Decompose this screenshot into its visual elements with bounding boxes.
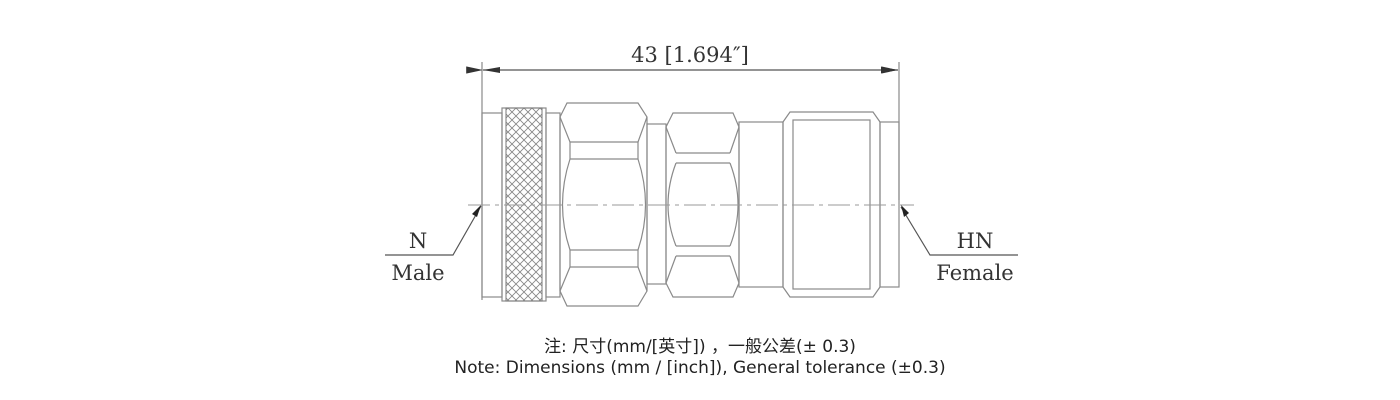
- left-connector-type: N: [409, 229, 427, 253]
- dimension-label: 43 [1.694″]: [631, 43, 749, 67]
- note-english: Note: Dimensions (mm / [inch]), General …: [454, 358, 946, 378]
- arrow-right-icon: [881, 67, 898, 73]
- hex-nut-1: [559, 102, 648, 307]
- note-chinese: 注: 尺寸(mm/[英寸]) ，一般公差(± 0.3): [544, 337, 856, 357]
- leader-right: [900, 205, 1018, 256]
- arrow-left-icon: [483, 67, 500, 73]
- neck: [646, 123, 667, 285]
- right-connector-gender: Female: [936, 261, 1013, 285]
- leader-left: [385, 205, 482, 256]
- right-connector-type: HN: [957, 229, 994, 253]
- left-connector-gender: Male: [391, 261, 444, 285]
